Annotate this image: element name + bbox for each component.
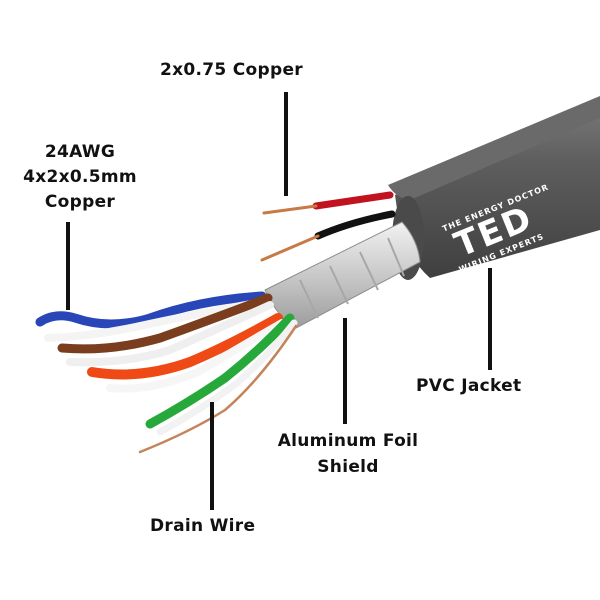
- label-foil-line1: Aluminum Foil: [277, 431, 419, 451]
- power-pair-jacket: [388, 96, 600, 200]
- power-copper-conductor-2: [260, 234, 320, 262]
- label-pvc-jacket: PVC Jacket: [416, 376, 522, 396]
- label-awg-line1: 24AWG: [44, 142, 116, 162]
- white-orange-wire: [106, 319, 286, 393]
- white-brown-wire: [66, 301, 274, 367]
- label-awg-line2: 4x2x0.5mm: [23, 167, 137, 187]
- label-copper-pair: 2x0.75 Copper: [160, 60, 303, 80]
- pvc-jacket: [395, 100, 600, 278]
- label-drain-wire: Drain Wire: [150, 516, 256, 536]
- label-awg-group: 24AWG 4x2x0.5mm Copper: [18, 140, 142, 215]
- white-green-wire: [156, 319, 298, 436]
- red-power-wire: [312, 191, 394, 210]
- drain-wire: [138, 324, 298, 454]
- green-pair-wire: [145, 313, 295, 429]
- aluminum-foil-shield: [264, 221, 421, 329]
- power-copper-conductor-1: [262, 204, 318, 215]
- foil-wrap-lines: [299, 237, 405, 319]
- brown-pair-wire: [57, 293, 273, 354]
- label-foil-line2: Shield: [317, 457, 379, 477]
- orange-pair-wire: [87, 313, 283, 380]
- blue-pair-wire: [35, 291, 267, 329]
- white-blue-wire: [44, 298, 266, 342]
- black-power-wire: [314, 210, 396, 240]
- label-awg-line3: Copper: [44, 192, 116, 212]
- label-foil-group: Aluminum Foil Shield: [258, 428, 438, 480]
